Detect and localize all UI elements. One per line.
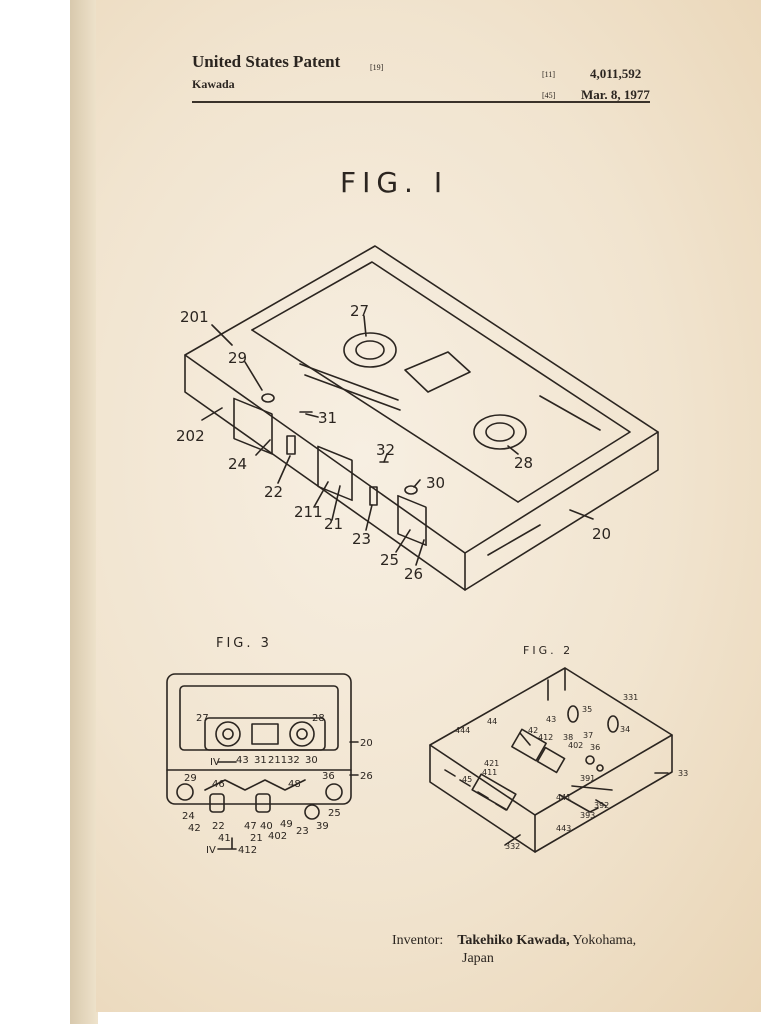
fig2-label: 421: [484, 759, 499, 768]
fig3-label: 27: [196, 713, 209, 724]
fig3-labels: 27 28 20 IV 43 31 211 32 30 29 46 48 36 …: [182, 713, 373, 856]
fig3-label: 211: [268, 755, 287, 766]
patent-number: 4,011,592: [590, 66, 642, 81]
fig3-label: 402: [268, 831, 287, 842]
fig1-labels: 201 27 29 31 202 32 24 28 30 22 211 21 2…: [176, 302, 611, 583]
fig3-cassette-drawing: [166, 673, 359, 850]
fig3-label: 40: [260, 821, 273, 832]
canvas-side-edge: [70, 0, 98, 1024]
fig1-label: 31: [318, 409, 337, 427]
fig1-label: 25: [380, 551, 399, 569]
fig2-label: 331: [623, 693, 638, 702]
fig2-label: 411: [482, 768, 497, 777]
fig3-label: 20: [360, 738, 373, 749]
inventor-block: Inventor: Takehiko Kawada, Yokohama, Jap…: [392, 932, 636, 968]
fig3-caption: FIG. 3: [216, 636, 272, 651]
fig2-label: 38: [563, 733, 573, 742]
fig2-label: 42: [528, 726, 538, 735]
fig1-label: 32: [376, 441, 395, 459]
inventor-city: Yokohama,: [572, 933, 637, 948]
inventor-label: Inventor:: [392, 933, 444, 948]
fig1-label: 24: [228, 455, 247, 473]
fig1-cassette-drawing: [184, 245, 659, 591]
fig1-label: 202: [176, 427, 205, 445]
fig3-label: 23: [296, 826, 309, 837]
fig2-label: 43: [546, 715, 556, 724]
fig2-label: 402: [568, 741, 583, 750]
fig2-label: 393: [580, 811, 595, 820]
fig2-label: 332: [505, 842, 520, 851]
fig1-label: 28: [514, 454, 533, 472]
fig3-label: 21: [250, 833, 263, 844]
fig3-label: 49: [280, 819, 293, 830]
inventor-name: Takehiko Kawada,: [457, 933, 570, 948]
fig3-label: 41: [218, 833, 231, 844]
fig3-label: 47: [244, 821, 257, 832]
fig1-label: 26: [404, 565, 423, 583]
title-tag: [19]: [370, 63, 384, 72]
fig2-label: 391: [580, 774, 595, 783]
fig2-label: 34: [620, 725, 630, 734]
fig2-label: 443: [556, 824, 571, 833]
fig2-cassette-drawing: [429, 667, 673, 853]
fig1-label: 29: [228, 349, 247, 367]
fig1-label: 27: [350, 302, 369, 320]
fig2-label: 37: [583, 731, 593, 740]
fig3-label: 30: [305, 755, 318, 766]
fig1-label: 23: [352, 530, 371, 548]
fig3-label: 36: [322, 771, 335, 782]
fig2-label: 45: [462, 775, 472, 784]
fig1-label: 20: [592, 525, 611, 543]
fig1-label: 201: [180, 308, 209, 326]
fig3-label: 24: [182, 811, 195, 822]
header-rule: [192, 101, 650, 103]
fig2-labels: 331 35 43 34 444 44 42 412 38 37 402 36 …: [455, 693, 688, 851]
fig3-label: 28: [312, 713, 325, 724]
fig1-label: 30: [426, 474, 445, 492]
inventor-country: Japan: [462, 951, 494, 966]
fig2-label: 44: [487, 717, 497, 726]
fig1-label: 22: [264, 483, 283, 501]
fig3-label: 32: [287, 755, 300, 766]
fig2-label: 36: [590, 743, 600, 752]
fig3-label: 42: [188, 823, 201, 834]
fig3-label: IV: [210, 757, 220, 768]
fig2-label: 35: [582, 705, 592, 714]
fig2-label: 412: [538, 733, 553, 742]
fig2-label: 392: [594, 801, 609, 810]
patent-number-tag: [11]: [542, 70, 556, 79]
inventor-surname: Kawada: [192, 77, 235, 91]
fig3-label: 48: [288, 779, 301, 790]
fig1-caption: FIG. I: [340, 166, 449, 199]
fig2-label: 33: [678, 769, 688, 778]
date-tag: [45]: [542, 91, 556, 100]
fig3-label: 43: [236, 755, 249, 766]
fig3-label: 46: [212, 779, 225, 790]
patent-title: United States Patent: [192, 52, 341, 71]
fig3-label: 29: [184, 773, 197, 784]
fig1-label: 21: [324, 515, 343, 533]
fig3-label: 412: [238, 845, 257, 856]
fig1-label: 211: [294, 503, 323, 521]
fig2-label: 441: [556, 793, 571, 802]
patent-date: Mar. 8, 1977: [581, 87, 650, 102]
fig3-label: IV: [206, 845, 216, 856]
fig3-label: 39: [316, 821, 329, 832]
fig2-caption: FIG. 2: [523, 644, 574, 657]
fig3-label: 26: [360, 771, 373, 782]
fig3-label: 25: [328, 808, 341, 819]
fig3-label: 22: [212, 821, 225, 832]
fig3-label: 31: [254, 755, 267, 766]
fig2-label: 444: [455, 726, 470, 735]
patent-canvas: [96, 0, 761, 1012]
